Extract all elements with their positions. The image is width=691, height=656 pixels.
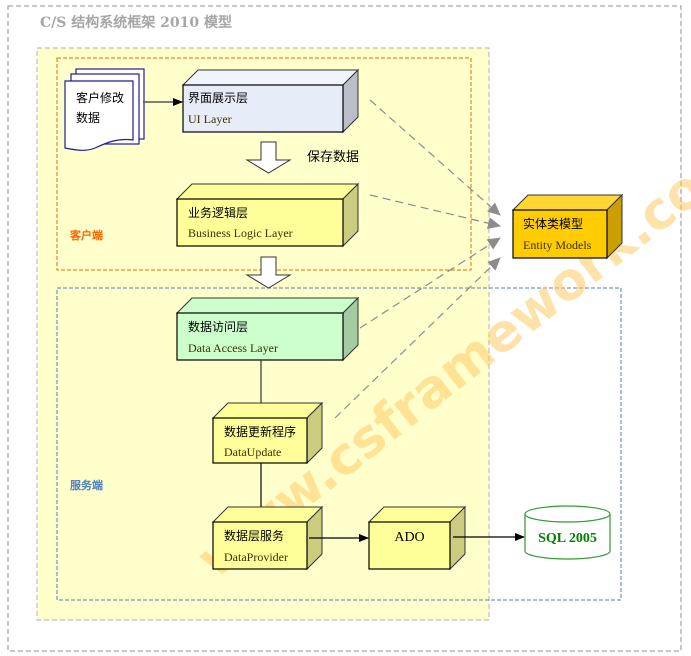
update-cn: 数据更新程序 [224,424,296,439]
bll-cn: 业务逻辑层 [188,205,248,220]
document-line-2: 数据 [76,110,100,125]
client-region-label: 客户端 [69,228,103,242]
ui-layer-cn: 界面展示层 [188,91,248,105]
save-flow-arrow [245,141,292,174]
business-logic-layer-box[interactable]: 业务逻辑层 Business Logic Layer [175,182,360,248]
data-update-box[interactable]: 数据更新程序 DataUpdate [211,401,324,465]
database-label: SQL 2005 [538,531,597,546]
ui-entity-dependency [369,99,501,216]
save-data-label: 保存数据 [307,150,359,165]
client-region [56,57,472,271]
entity-models-box[interactable]: 实体类模型 Entity Models [511,193,624,260]
diagram-title: C/S 结构系统框架 2010 模型 [40,14,232,31]
ado-label: ADO [394,530,424,545]
dal-entity-dependency [359,237,501,329]
entity-cn: 实体类模型 [523,216,583,231]
server-region [56,287,622,601]
dal-cn: 数据访问层 [188,319,248,334]
dal-en: Data Access Layer [188,341,278,355]
ui-layer-box[interactable]: 界面展示层 UI Layer [181,68,360,134]
ado-box[interactable]: ADO [367,505,467,571]
bll-entity-dependency [369,194,501,230]
server-region-label: 服务端 [70,478,103,492]
update-en: DataUpdate [224,445,281,459]
provider-cn: 数据层服务 [224,528,284,543]
bll-en: Business Logic Layer [188,226,293,240]
bll-to-dal-arrow [245,256,292,289]
document-icon: 客户修改 数据 [64,68,145,151]
data-provider-box[interactable]: 数据层服务 DataProvider [211,505,324,571]
provider-en: DataProvider [224,550,288,564]
data-access-layer-box[interactable]: 数据访问层 Data Access Layer [175,296,360,362]
document-line-1: 客户修改 [76,90,124,105]
entity-en: Entity Models [523,238,592,252]
database-cylinder-icon[interactable]: SQL 2005 [524,505,611,560]
ui-layer-en: UI Layer [188,112,232,126]
